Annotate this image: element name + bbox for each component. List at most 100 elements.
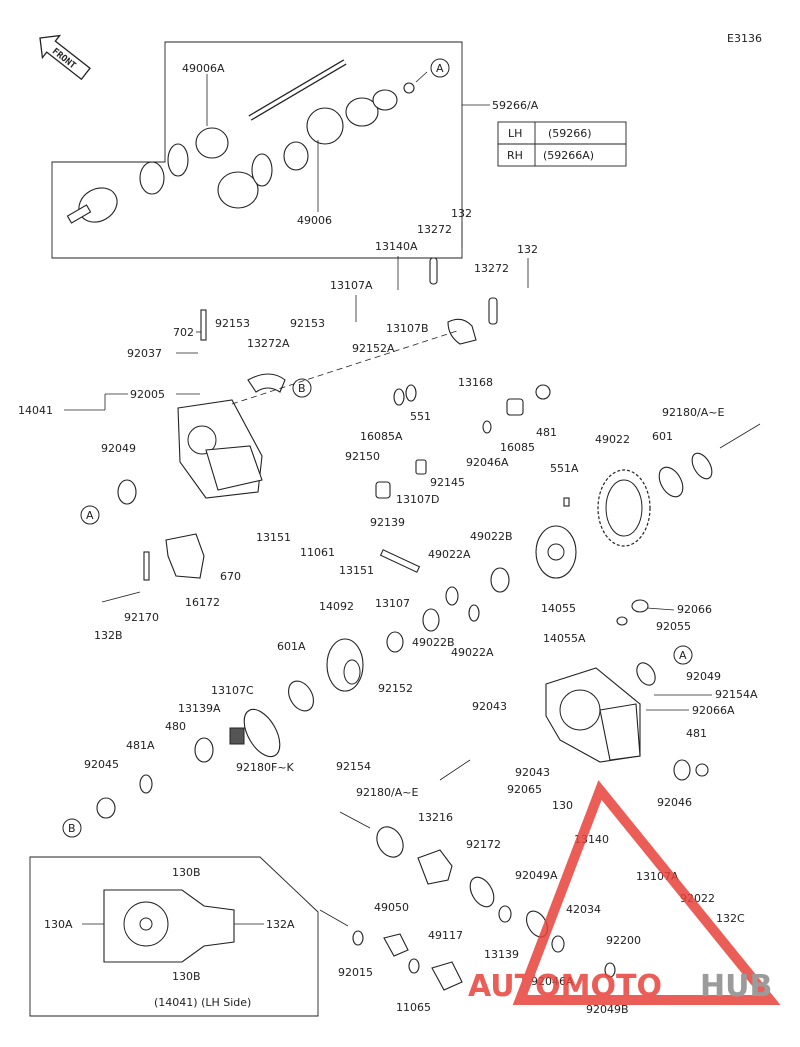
label-92046A: 92046A [466,456,509,469]
label-13107C: 13107C [211,684,254,697]
label-11061: 11061 [300,546,335,559]
label-14041: 14041 [18,404,53,417]
front-arrow-icon: FRONT [39,34,91,81]
label-92037: 92037 [127,347,162,360]
watermark-hub: HUB [700,969,772,1004]
ref-circle-b-top: B [292,378,312,398]
label-480: 480 [165,720,186,733]
label-49050: 49050 [374,901,409,914]
ref-circle-a-right: A [673,645,693,665]
label-92172: 92172 [466,838,501,851]
label-14055A: 14055A [543,632,586,645]
label-481A: 481A [126,739,155,752]
label-92152: 92152 [378,682,413,695]
table-side-lh: LH [508,127,522,140]
shaft-assembly-box [51,41,463,259]
svg-text:A: A [436,62,444,75]
label-92049-a: 92049 [101,442,136,455]
label-13140A: 13140A [375,240,418,253]
diagram-code: E3136 [727,32,762,45]
label-92200: 92200 [606,934,641,947]
label-92145: 92145 [430,476,465,489]
front-case-14055A [545,667,641,763]
label-670: 670 [220,570,241,583]
lh-rh-table: LH (59266) RH (59266A) [497,121,627,167]
label-130: 130 [552,799,573,812]
label-601: 601 [652,430,673,443]
inset-housing [103,889,235,963]
svg-text:A: A [86,509,94,522]
label-14092: 14092 [319,600,354,613]
label-92170: 92170 [124,611,159,624]
cover-14092 [326,638,364,692]
table-side-rh: RH [507,149,523,162]
label-92049-b: 92049 [686,670,721,683]
ref-circle-a-left: A [80,505,100,525]
label-13139A: 13139A [178,702,221,715]
inset-box [29,856,319,1017]
label-13107A: 13107A [330,279,373,292]
label-49006A: 49006A [182,62,225,75]
label-92153-b: 92153 [290,317,325,330]
label-92055: 92055 [656,620,691,633]
label-92015: 92015 [338,966,373,979]
label-13139: 13139 [484,948,519,961]
label-92150: 92150 [345,450,380,463]
drive-shaft [66,59,428,224]
label-49022A-a: 49022A [428,548,471,561]
svg-text:A: A [679,649,687,662]
table-code-rh: (59266A) [543,149,594,162]
label-13216: 13216 [418,811,453,824]
label-92049A: 92049A [515,869,558,882]
label-11065: 11065 [396,1001,431,1014]
label-92180FK: 92180F~K [236,761,295,774]
label-130B-top: 130B [172,866,201,879]
inset-caption: (14041) (LH Side) [154,996,251,1009]
label-132B: 132B [94,629,123,642]
label-92180AE-b: 92180/A~E [356,786,418,799]
label-49006: 49006 [297,214,332,227]
label-13272A: 13272A [247,337,290,350]
automotohub-watermark: AUTOMOTO HUB [468,780,781,1005]
label-16085A: 16085A [360,430,403,443]
label-92045: 92045 [84,758,119,771]
label-42034: 42034 [566,903,601,916]
label-49022B-b: 49022B [412,636,455,649]
label-13272-a: 13272 [417,223,452,236]
label-92046A-b: 92046A [531,975,574,988]
label-92066: 92066 [677,603,712,616]
label-92066A: 92066A [692,704,735,717]
label-16085: 16085 [500,441,535,454]
label-92043-a: 92043 [472,700,507,713]
ref-circle-b-left: B [62,818,82,838]
label-13151-b: 13151 [339,564,374,577]
label-130B-bot: 130B [172,970,201,983]
label-92180AE-a: 92180/A~E [662,406,724,419]
diff-case-14055 [535,525,577,579]
label-92005: 92005 [130,388,165,401]
svg-text:B: B [298,382,306,395]
label-49022: 49022 [595,433,630,446]
label-702: 702 [173,326,194,339]
label-551A: 551A [550,462,579,475]
label-49022A-b: 49022A [451,646,494,659]
label-132A: 132A [266,918,295,931]
label-49022B-a: 49022B [470,530,513,543]
label-92154A: 92154A [715,688,758,701]
label-132-b: 132 [517,243,538,256]
label-13107: 13107 [375,597,410,610]
label-481-a: 481 [536,426,557,439]
label-92139: 92139 [370,516,405,529]
label-14055: 14055 [541,602,576,615]
label-601A: 601A [277,640,306,653]
label-49117: 49117 [428,929,463,942]
label-92065: 92065 [507,783,542,796]
label-92152A: 92152A [352,342,395,355]
label-13151-a: 13151 [256,531,291,544]
label-16172: 16172 [185,596,220,609]
label-551: 551 [410,410,431,423]
label-92043-b: 92043 [515,766,550,779]
label-13272-b: 13272 [474,262,509,275]
label-132C: 132C [716,912,745,925]
